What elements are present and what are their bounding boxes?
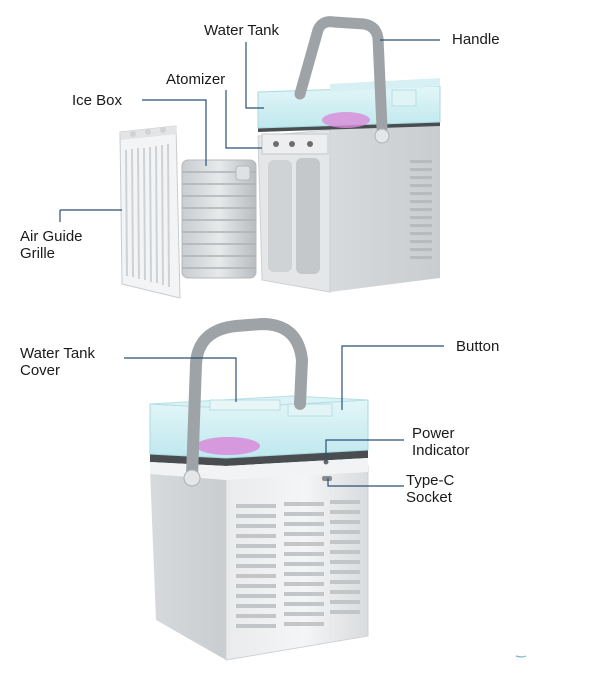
label-power-indicator-line2: Indicator (412, 442, 470, 459)
exploded-view: Water Tank Handle Atomizer Ice Box Air G… (20, 16, 500, 299)
label-water-tank: Water Tank (204, 22, 280, 39)
label-atomizer: Atomizer (166, 71, 225, 88)
label-water-tank-cover-line1: Water Tank (20, 345, 96, 362)
label-air-guide-grille-line2: Grille (20, 245, 55, 262)
front-vents (236, 500, 360, 628)
label-handle: Handle (452, 31, 500, 48)
air-guide-grille (119, 125, 181, 299)
leader-lines-bottom (124, 345, 444, 487)
label-button: Button (456, 338, 499, 355)
assembled-view: Water Tank Cover Button Power Indicator … (20, 317, 499, 661)
label-air-guide-grille-line1: Air Guide (20, 228, 83, 245)
label-type-c-socket-line2: Socket (406, 489, 453, 506)
leader-lines-top (59, 39, 440, 222)
main-body-top (257, 16, 441, 293)
label-power-indicator-line1: Power (412, 425, 455, 442)
ice-box (181, 159, 257, 279)
label-type-c-socket-line1: Type-C (406, 472, 455, 489)
corner-mark (515, 655, 527, 658)
label-water-tank-cover-line2: Cover (20, 362, 60, 379)
label-ice-box: Ice Box (72, 92, 123, 109)
